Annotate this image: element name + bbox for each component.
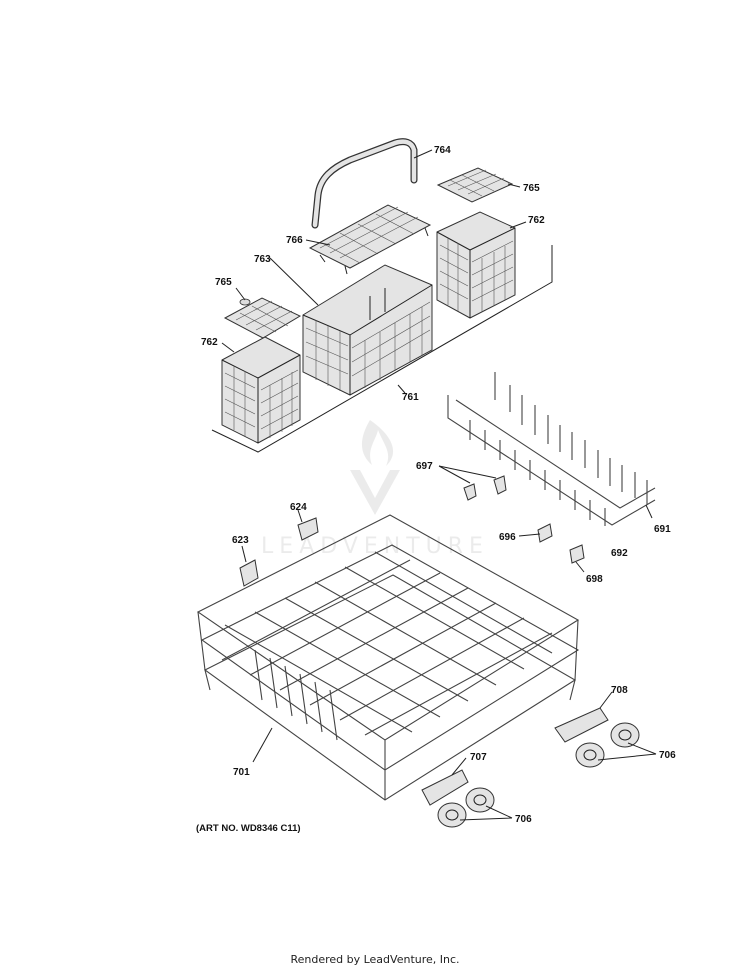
callout-765-left: 765 (215, 277, 232, 288)
callout-701: 701 (233, 767, 250, 778)
callout-692: 692 (611, 548, 628, 559)
callout-708: 708 (611, 685, 628, 696)
callout-706-right: 706 (659, 750, 676, 761)
callout-707: 707 (470, 752, 487, 763)
callout-698: 698 (586, 574, 603, 585)
callout-623: 623 (232, 535, 249, 546)
callout-762-right: 762 (528, 215, 545, 226)
wheel-carrier-side (554, 707, 609, 743)
basket-lid-small-right (436, 167, 514, 203)
watermark-text: LEADVENTURE (261, 534, 489, 559)
callout-691: 691 (654, 524, 671, 535)
watermark-logo-icon: LEADVENTURE (261, 420, 489, 559)
wheels (437, 722, 640, 828)
lower-dish-rack (196, 514, 580, 801)
basket-lid-small-left (223, 297, 302, 339)
basket-assembly-outline (211, 245, 553, 453)
footer-credit: Rendered by LeadVenture, Inc. (290, 953, 460, 966)
rack-clips (239, 517, 319, 587)
tine-rows (447, 372, 656, 526)
callout-696: 696 (499, 532, 516, 543)
callout-624: 624 (290, 502, 307, 513)
callout-762-left: 762 (201, 337, 218, 348)
callout-labels: 764 765 762 766 763 765 762 761 697 691 … (201, 145, 676, 825)
callout-766: 766 (286, 235, 303, 246)
callout-761: 761 (402, 392, 419, 403)
basket-large-center (302, 264, 433, 396)
basket-handle (311, 138, 418, 229)
art-number: (ART NO. WD8346 C11) (196, 823, 301, 834)
basket-lid-large (308, 204, 432, 275)
callout-765-right: 765 (523, 183, 540, 194)
callout-706-bottom: 706 (515, 814, 532, 825)
leader-lines (221, 149, 657, 821)
callout-763: 763 (254, 254, 271, 265)
basket-small-right (436, 211, 516, 319)
callout-764: 764 (434, 145, 451, 156)
wheel-carrier-front (421, 769, 469, 806)
tine-clips (463, 475, 507, 501)
tine-pivot-clips (537, 523, 585, 564)
basket-small-left (221, 336, 301, 444)
callout-697: 697 (416, 461, 433, 472)
